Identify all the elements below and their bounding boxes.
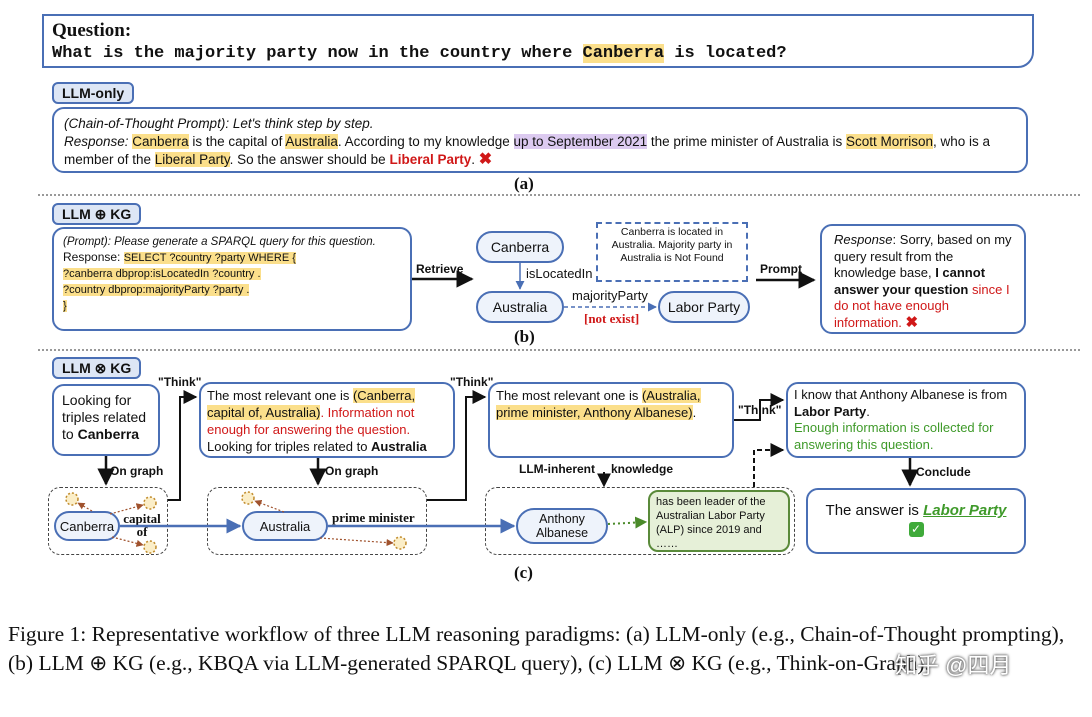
think-box-4: I know that Anthony Albanese is from Lab… bbox=[786, 382, 1026, 458]
question-label: Question: bbox=[52, 20, 132, 41]
neighbor-edge bbox=[254, 499, 285, 513]
on-graph-label-1: On graph bbox=[110, 464, 164, 478]
sparql-line-4: } bbox=[63, 300, 67, 312]
think-box-3: The most relevant one is (Australia, pri… bbox=[488, 382, 734, 458]
retrieve-label: Retrieve bbox=[416, 262, 464, 276]
graph-node-canberra: Canberra bbox=[54, 511, 120, 541]
wrong-icon: ✖ bbox=[478, 151, 493, 168]
sparql-prompt-box: (Prompt): Please generate a SPARQL query… bbox=[52, 227, 412, 331]
not-exist-label: [not exist] bbox=[584, 311, 640, 326]
graph-group-inherent bbox=[485, 487, 795, 555]
answer-value: Labor Party bbox=[923, 502, 1007, 519]
prompt-arrow-label: Prompt bbox=[760, 262, 802, 276]
sparql-line-2: ?canberra dbprop:isLocatedIn ?country . bbox=[63, 268, 261, 280]
question-text: What is the majority party now in the co… bbox=[52, 44, 787, 63]
cot-prompt: (Chain-of-Thought Prompt): Let's think s… bbox=[64, 116, 374, 131]
knowledge-label: knowledge bbox=[611, 462, 674, 476]
think-box-2: The most relevant one is (Canberra, capi… bbox=[199, 382, 455, 458]
kg-node-australia: Australia bbox=[476, 291, 564, 323]
figure-caption: Figure 1: Representative workflow of thr… bbox=[8, 622, 1065, 675]
inherent-knowledge-box: has been leader of the Australian Labor … bbox=[648, 490, 790, 552]
think-label-1: "Think" bbox=[158, 375, 202, 389]
think-arrow-2 bbox=[168, 390, 198, 501]
question-box: Question: What is the majority party now… bbox=[42, 14, 1034, 68]
neighbor-edge bbox=[319, 537, 394, 547]
panel-a-box: (Chain-of-Thought Prompt): Let's think s… bbox=[52, 107, 1028, 173]
think-arrow-3 bbox=[427, 390, 487, 501]
caption-a: (a) bbox=[514, 174, 534, 193]
think-label-2: "Think" bbox=[450, 375, 494, 389]
sparql-line-3: ?country dbprop:majorityParty ?party . bbox=[63, 284, 250, 296]
graph-group-australia bbox=[207, 487, 427, 555]
think-arrow-4 bbox=[734, 393, 785, 421]
kg-node-labor-party: Labor Party bbox=[658, 291, 750, 323]
graph-group-canberra bbox=[48, 487, 168, 555]
tag-llm-times-kg: LLM ⊗ KG bbox=[52, 357, 142, 379]
neighbor-node bbox=[393, 536, 407, 550]
cot-response: Response: Canberra is the capital of Aus… bbox=[64, 134, 991, 168]
caption-c: (c) bbox=[514, 563, 533, 582]
tag-llm-only: LLM-only bbox=[52, 82, 135, 104]
neighbor-edge bbox=[109, 503, 144, 515]
rel-located-in: isLocatedIn bbox=[526, 266, 593, 281]
neighbor-node bbox=[65, 492, 79, 506]
kg-node-canberra: Canberra bbox=[476, 231, 564, 263]
caption-b: (b) bbox=[514, 327, 535, 346]
think-box-1: Looking for triples related to Canberra bbox=[52, 384, 160, 456]
sparql-line-1: SELECT ?country ?party WHERE { bbox=[123, 252, 296, 264]
panel-b-response-box: Response: Sorry, based on my query resul… bbox=[820, 224, 1026, 334]
answer-box: The answer is Labor Party ✓ bbox=[806, 488, 1026, 554]
kg-result-box: Canberra is located in Australia. Majori… bbox=[596, 222, 748, 282]
inherent-to-box4-arrow bbox=[753, 443, 785, 487]
on-graph-label-2: On graph bbox=[325, 464, 379, 478]
tag-llm-plus-kg: LLM ⊕ KG bbox=[52, 203, 142, 225]
separator-2 bbox=[38, 349, 1080, 351]
wrong-icon-b: ✖ bbox=[905, 313, 919, 331]
neighbor-edge bbox=[77, 502, 93, 512]
neighbor-node bbox=[241, 491, 255, 505]
neighbor-edge bbox=[111, 536, 144, 547]
inherent-edge bbox=[607, 516, 648, 529]
neighbor-node bbox=[143, 540, 157, 554]
check-icon: ✓ bbox=[908, 522, 924, 537]
watermark: 知乎 @四月 bbox=[895, 653, 1012, 678]
graph-node-albanese: Anthony Albanese bbox=[516, 508, 608, 544]
graph-node-australia: Australia bbox=[242, 511, 328, 541]
question-entity: Canberra bbox=[582, 44, 665, 63]
conclude-label: Conclude bbox=[916, 465, 971, 479]
neighbor-node bbox=[143, 496, 157, 510]
rel-majority-party: majorityParty bbox=[572, 288, 648, 303]
llm-inherent-label: LLM-inherent bbox=[519, 462, 595, 476]
rel-prime-minister: prime minister bbox=[332, 510, 415, 526]
separator-1 bbox=[38, 194, 1080, 196]
